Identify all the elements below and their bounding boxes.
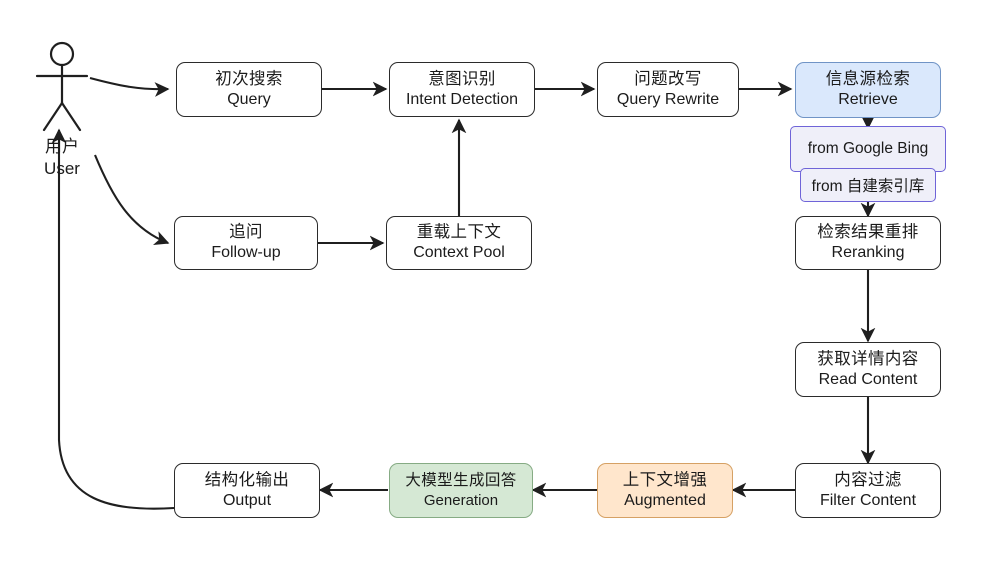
node-augmented-cn: 上下文增强 (622, 470, 708, 489)
node-rewrite-en: Query Rewrite (616, 90, 720, 108)
node-intent-cn: 意图识别 (428, 69, 496, 88)
node-reranking-en: Reranking (831, 244, 905, 262)
node-followup-cn: 追问 (229, 223, 263, 242)
node-retrieve-cn: 信息源检索 (825, 70, 911, 89)
user-stick-figure (35, 41, 89, 132)
node-augmented-en: Augmented (624, 491, 706, 509)
actor-head (49, 41, 75, 67)
actor-label-cn: 用户 (45, 137, 79, 156)
node-output[interactable]: 结构化输出 Output (174, 463, 320, 518)
node-filter-en: Filter Content (819, 491, 917, 509)
subnode-source-self-index[interactable]: from 自建索引库 (800, 168, 936, 202)
node-generation-en: Generation (423, 491, 499, 509)
node-generation[interactable]: 大模型生成回答 Generation (389, 463, 533, 518)
node-query-cn: 初次搜索 (215, 69, 283, 88)
edge-user-to-query (89, 76, 170, 97)
node-generation-cn: 大模型生成回答 (405, 471, 517, 489)
node-contextpool-cn: 重载上下文 (416, 223, 502, 242)
subnode-google-bing-label: from Google Bing (807, 140, 929, 157)
node-readcontent-cn: 获取详情内容 (817, 349, 919, 368)
node-retrieve-en: Retrieve (838, 91, 898, 109)
node-context-pool[interactable]: 重载上下文 Context Pool (386, 216, 532, 270)
node-query-rewrite[interactable]: 问题改写 Query Rewrite (597, 62, 739, 117)
node-read-content[interactable]: 获取详情内容 Read Content (795, 342, 941, 397)
node-intent-en: Intent Detection (405, 90, 519, 108)
actor-leg-left (42, 101, 64, 132)
node-readcontent-en: Read Content (818, 370, 918, 388)
node-follow-up[interactable]: 追问 Follow-up (174, 216, 318, 270)
node-augmented[interactable]: 上下文增强 Augmented (597, 463, 733, 518)
node-reranking[interactable]: 检索结果重排 Reranking (795, 216, 941, 270)
node-output-en: Output (222, 491, 272, 509)
actor-label: 用户 User (22, 136, 102, 180)
node-followup-en: Follow-up (211, 244, 281, 262)
node-filter-content[interactable]: 内容过滤 Filter Content (795, 463, 941, 518)
node-output-cn: 结构化输出 (204, 470, 290, 489)
node-rewrite-cn: 问题改写 (634, 69, 702, 88)
subnode-source-google-bing[interactable]: from Google Bing (790, 126, 946, 172)
subnode-self-index-label: from 自建索引库 (811, 178, 925, 195)
node-filter-cn: 内容过滤 (834, 470, 902, 489)
edge-output-to-user (51, 128, 175, 510)
actor-leg-right (60, 101, 82, 132)
node-query[interactable]: 初次搜索 Query (176, 62, 322, 117)
node-intent-detection[interactable]: 意图识别 Intent Detection (389, 62, 535, 117)
node-contextpool-en: Context Pool (413, 244, 505, 262)
node-query-en: Query (227, 90, 271, 108)
node-retrieve[interactable]: 信息源检索 Retrieve (795, 62, 941, 118)
node-reranking-cn: 检索结果重排 (817, 223, 919, 242)
actor-label-en: User (44, 159, 80, 179)
edge-user-to-followup (94, 154, 170, 245)
